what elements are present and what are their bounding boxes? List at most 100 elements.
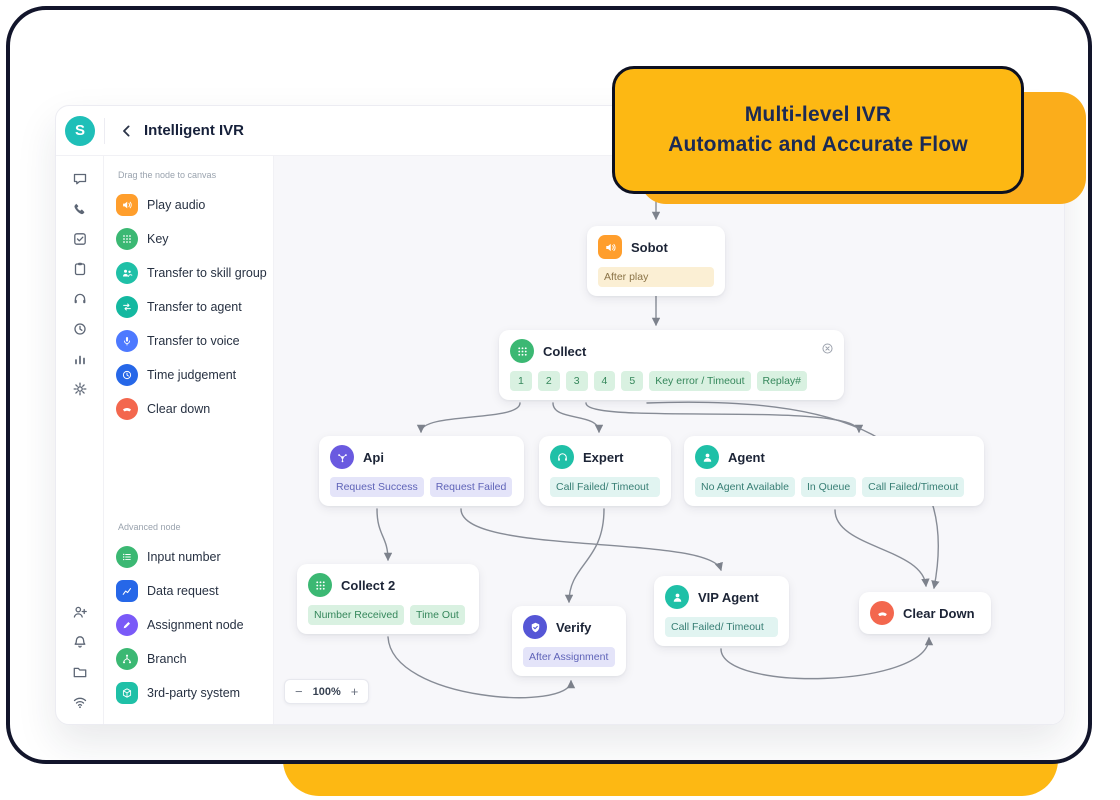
node-verify[interactable]: Verify After Assignment [512,606,626,676]
add-contact-icon[interactable] [72,604,88,620]
folder-icon[interactable] [72,664,88,680]
app-header: S Intelligent IVR [56,106,1064,156]
branch-tag[interactable]: In Queue [800,477,857,497]
app-window: S Intelligent IVR [55,105,1065,725]
node-sobot[interactable]: Sobot After play [587,226,725,296]
node-collect[interactable]: Collect 1 2 3 4 5 Key error / Timeout Re… [499,330,844,400]
branch-tag[interactable]: Call Failed/ Timeout [550,477,660,497]
palette-item-label: Time judgement [147,368,237,382]
branch-tag[interactable]: 5 [621,371,644,391]
callout-line1: Multi-level IVR [744,103,892,126]
palette-item-data-request[interactable]: Data request [116,574,267,608]
vip-person-icon [665,585,689,609]
branch-tag[interactable]: Key error / Timeout [649,371,751,391]
window-body: Drag the node to canvas Play audio Key T… [56,156,1064,724]
node-api[interactable]: Api Request Success Request Failed [319,436,524,506]
phone-icon[interactable] [72,201,88,217]
palette-item-label: Transfer to skill group [147,266,267,280]
headset-icon [550,445,574,469]
node-title: Agent [728,449,765,465]
agent-headset-icon[interactable] [72,291,88,307]
time-history-icon[interactable] [72,321,88,337]
node-title: Collect 2 [341,577,396,593]
icon-rail [56,156,104,724]
settings-gear-icon[interactable] [72,381,88,397]
branch-tag[interactable]: Time Out [410,605,465,625]
branch-tag[interactable]: 4 [593,371,616,391]
branch-tag[interactable]: Request Failed [429,477,513,497]
callout-line2: Automatic and Accurate Flow [668,133,968,156]
shield-check-icon [523,615,547,639]
palette-item-label: Assignment node [147,618,244,632]
speaker-icon [116,194,138,216]
branch-tag[interactable]: No Agent Available [695,477,795,497]
branch-tag[interactable]: After play [598,267,714,287]
branch-tag[interactable]: 1 [510,371,532,391]
node-title: Expert [583,449,624,465]
branch-icon [116,648,138,670]
person-icon [695,445,719,469]
branch-tag[interactable]: 3 [565,371,588,391]
palette-item-third-party[interactable]: 3rd-party system [116,676,267,710]
node-collect2[interactable]: Collect 2 Number Received Time Out [297,564,479,634]
palette-item-label: Input number [147,550,221,564]
palette-item-label: Clear down [147,402,211,416]
palette-item-transfer-skill-group[interactable]: Transfer to skill group [116,256,267,290]
node-vip-agent[interactable]: VIP Agent Call Failed/ Timeout [654,576,789,646]
node-clear-down[interactable]: Clear Down [859,592,991,634]
palette-item-input-number[interactable]: Input number [116,540,267,574]
callout-banner: Multi-level IVR Automatic and Accurate F… [612,66,1024,194]
zoom-control: − 100% + [284,679,370,704]
branch-tag[interactable]: Request Success [330,477,424,497]
back-button[interactable] [119,123,135,139]
cube-icon [116,682,138,704]
branch-tag[interactable]: After Assignment [523,647,615,667]
sobot-logo: S [65,115,95,146]
node-title: Clear Down [903,605,975,621]
node-expert[interactable]: Expert Call Failed/ Timeout [539,436,671,506]
close-icon[interactable] [821,342,834,355]
advanced-node-label: Advanced node [118,522,181,532]
node-palette: Drag the node to canvas Play audio Key T… [104,156,274,724]
palette-item-play-audio[interactable]: Play audio [116,188,267,222]
task-check-icon[interactable] [72,231,88,247]
palette-item-clear-down[interactable]: Clear down [116,392,267,426]
palette-item-label: 3rd-party system [147,686,241,700]
palette-item-transfer-voice[interactable]: Transfer to voice [116,324,267,358]
branch-tag[interactable]: Replay# [756,371,808,391]
palette-item-label: Transfer to agent [147,300,242,314]
flow-canvas[interactable]: Sobot After play Collect 1 2 [274,156,1064,724]
branch-tag[interactable]: 2 [537,371,560,391]
transfer-arrows-icon [116,296,138,318]
keypad-icon [308,573,332,597]
analytics-icon[interactable] [72,351,88,367]
network-wifi-icon[interactable] [72,694,88,710]
pen-icon [116,614,138,636]
node-title: Api [363,449,384,465]
drag-hint: Drag the node to canvas [118,170,217,180]
notification-bell-icon[interactable] [72,634,88,650]
palette-item-label: Data request [147,584,219,598]
logo-column: S [56,115,104,146]
microphone-icon [116,330,138,352]
clipboard-icon[interactable] [72,261,88,277]
branch-tag[interactable]: Number Received [308,605,405,625]
keypad-icon [510,339,534,363]
chat-icon[interactable] [72,171,88,187]
branch-tag[interactable]: Call Failed/Timeout [862,477,965,497]
zoom-level: 100% [312,685,341,698]
palette-item-key[interactable]: Key [116,222,267,256]
palette-item-label: Play audio [147,198,206,212]
palette-item-transfer-agent[interactable]: Transfer to agent [116,290,267,324]
branch-tag[interactable]: Call Failed/ Timeout [665,617,778,637]
zoom-out-button[interactable]: − [295,684,303,699]
keypad-icon [116,228,138,250]
palette-item-assignment-node[interactable]: Assignment node [116,608,267,642]
palette-item-branch[interactable]: Branch [116,642,267,676]
page-title: Intelligent IVR [144,122,245,139]
node-agent[interactable]: Agent No Agent Available In Queue Call F… [684,436,984,506]
zoom-in-button[interactable]: + [350,684,359,699]
palette-item-time-judgement[interactable]: Time judgement [116,358,267,392]
data-chart-icon [116,580,138,602]
